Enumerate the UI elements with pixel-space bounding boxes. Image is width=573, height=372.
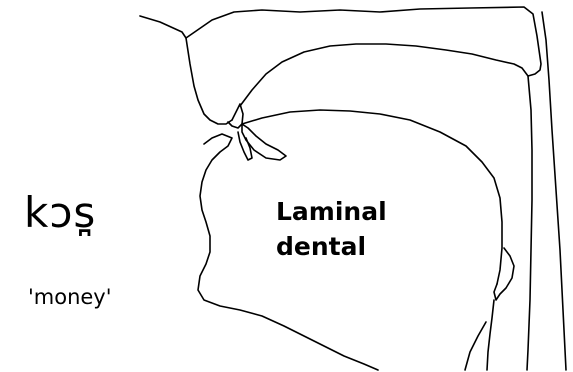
tongue-tip-contact (242, 124, 286, 160)
articulation-label-line2: dental (276, 229, 387, 264)
word-gloss: 'money' (28, 284, 112, 310)
palate-outline (140, 7, 541, 106)
articulation-label-line1: Laminal (276, 194, 387, 229)
tongue-root-lower (465, 322, 486, 370)
epiglottis-outline (494, 248, 514, 300)
upper-incisor-outline (228, 104, 243, 128)
velum-outline (527, 76, 532, 370)
pharynx-back-wall (542, 12, 566, 370)
tongue-tip-groove (238, 132, 252, 160)
larynx-outline (487, 300, 494, 370)
upper-lip-outline (186, 38, 232, 124)
articulation-label: Laminal dental (276, 194, 387, 264)
phonetic-transcription: kɔs̪ (24, 188, 96, 238)
